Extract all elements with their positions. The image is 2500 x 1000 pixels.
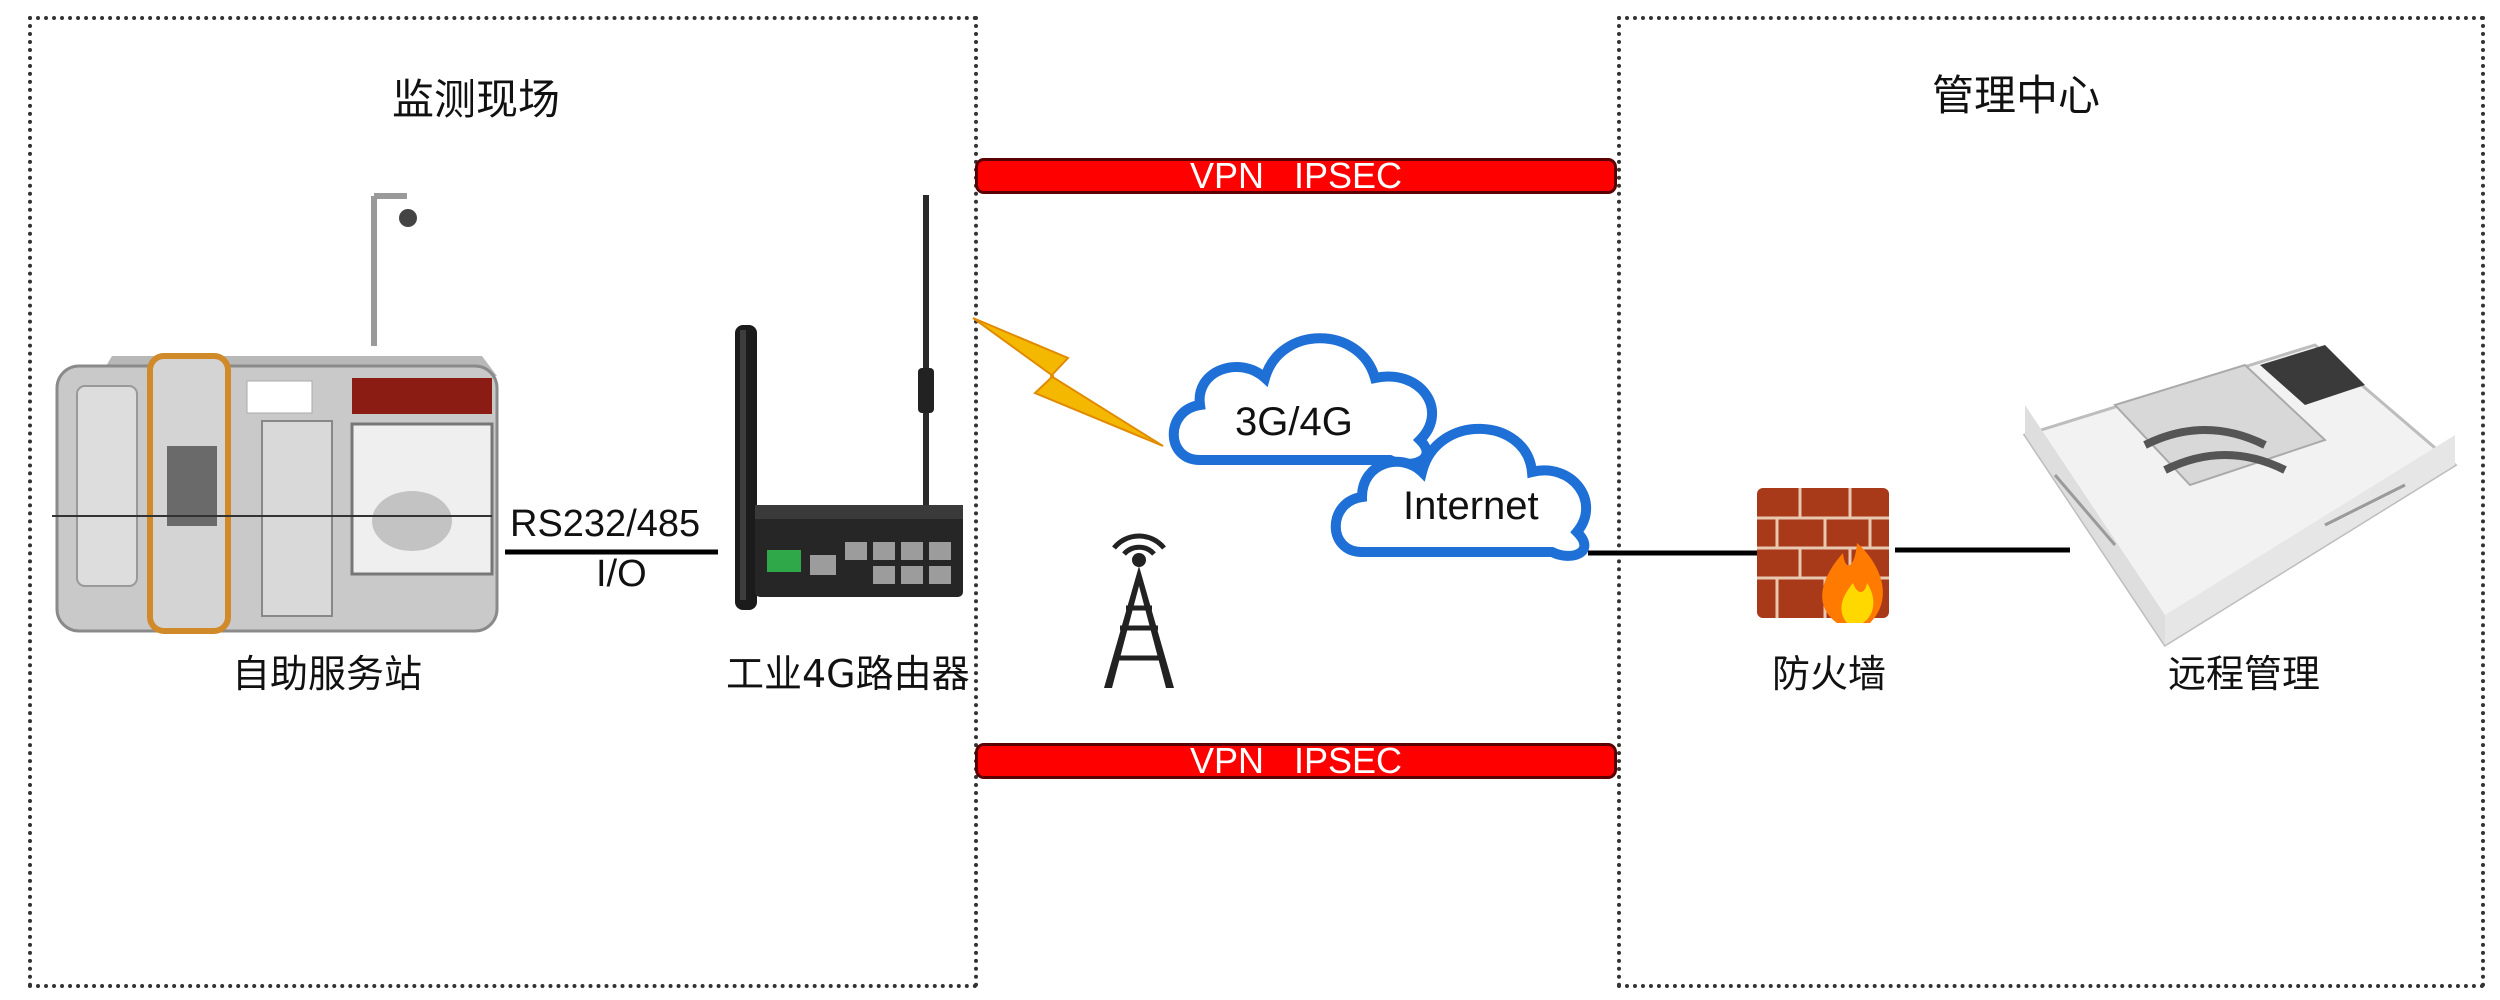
control-room-image (2022, 343, 2458, 648)
cloud-internet-label: Internet (1403, 484, 1539, 528)
management-zone (1617, 16, 2485, 988)
vpn-bar-bottom: VPN IPSEC (975, 743, 1617, 779)
serial-link-label: RS232/485 (510, 503, 701, 545)
lightning-icon (972, 317, 1164, 447)
cloud-cellular-icon (1168, 333, 1437, 469)
remote-management-label: 远程管理 (2168, 652, 2321, 696)
io-link-label: I/O (596, 553, 647, 595)
firewall-icon (1757, 488, 1889, 623)
management-zone-title: 管理中心 (1932, 71, 2101, 120)
site-zone (28, 16, 978, 988)
cloud-cellular-label: 3G/4G (1235, 400, 1353, 444)
cloud-internet-icon (1330, 423, 1592, 561)
kiosk-image (52, 193, 499, 634)
site-zone-title: 监测现场 (392, 75, 561, 124)
router-label: 工业4G路由器 (726, 652, 970, 696)
kiosk-label: 自助服务站 (232, 652, 423, 696)
cell-tower-icon (1104, 533, 1174, 688)
vpn-bar-top: VPN IPSEC (975, 158, 1617, 194)
router-image (735, 195, 963, 610)
firewall-label: 防火墙 (1772, 652, 1887, 696)
